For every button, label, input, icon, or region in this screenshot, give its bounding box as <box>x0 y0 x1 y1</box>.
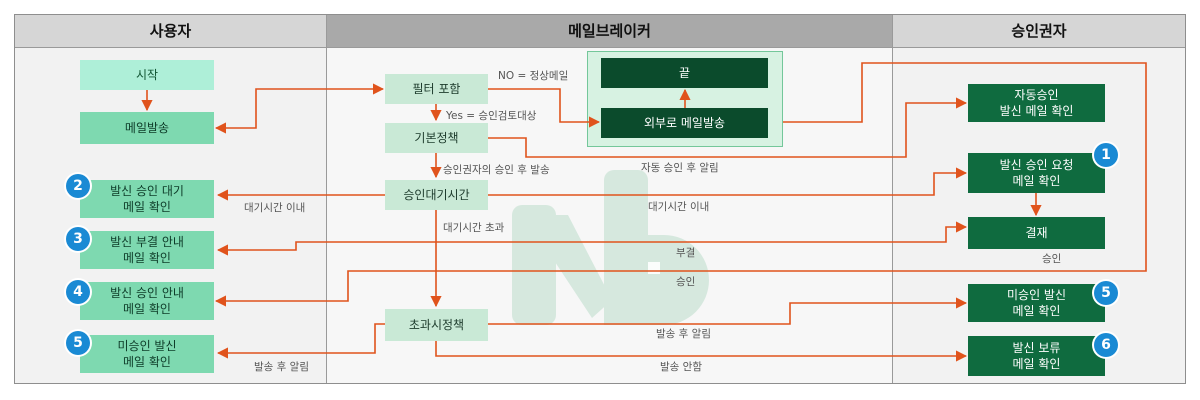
lane-header-user: 사용자 <box>15 15 326 48</box>
arrow-timeout-hold <box>435 341 968 362</box>
arrow-wait-request <box>488 167 968 196</box>
node-wait: 승인대기시간 <box>385 180 488 210</box>
node-basic-policy: 기본정책 <box>385 123 488 153</box>
badge-user-wait: 2 <box>66 174 90 198</box>
node-timeout-policy: 초과시정책 <box>385 309 488 341</box>
label-reject: 부결 <box>676 247 696 259</box>
label-notify-after-send-left: 발송 후 알림 <box>254 361 309 373</box>
node-decision: 결재 <box>968 217 1105 249</box>
node-user-unapproved: 미승인 발신 메일 확인 <box>80 335 214 373</box>
node-auto-approve: 자동승인 발신 메일 확인 <box>968 84 1105 122</box>
label-approve-small: 승인 <box>1042 253 1062 265</box>
label-no-normal: NO = 정상메일 <box>498 70 569 82</box>
label-auto-notice: 자동 승인 후 알림 <box>641 162 719 174</box>
arrow-send-filter <box>214 83 385 134</box>
node-unapproved-approver: 미승인 발신 메일 확인 <box>968 284 1105 322</box>
label-wait-exceeded: 대기시간 초과 <box>443 222 505 234</box>
node-end: 끝 <box>601 58 768 88</box>
arrow-timeout-user <box>216 323 385 359</box>
label-not-sent: 발송 안함 <box>660 361 702 373</box>
label-within-wait-left: 대기시간 이내 <box>244 202 306 214</box>
arrow-basic-auto <box>488 97 968 158</box>
label-approve: 승인 <box>676 276 696 288</box>
node-user-wait: 발신 승인 대기 메일 확인 <box>80 180 214 218</box>
arrow-reject-user <box>216 221 968 256</box>
badge-hold-approver: 6 <box>1094 333 1118 357</box>
label-after-approval-send: 승인권자의 승인 후 발송 <box>443 164 550 176</box>
arrow-timeout-unapproved <box>488 297 968 325</box>
node-start: 시작 <box>80 60 214 90</box>
node-user-approve: 발신 승인 안내 메일 확인 <box>80 282 214 320</box>
lane-header-approver: 승인권자 <box>893 15 1185 48</box>
label-yes-target: Yes = 승인검토대상 <box>446 110 537 122</box>
lane-header-mailbreaker: 메일브레이커 <box>327 15 892 48</box>
label-within-wait-right: 대기시간 이내 <box>648 201 710 213</box>
badge-user-unapproved: 5 <box>66 331 90 355</box>
node-user-reject: 발신 부결 안내 메일 확인 <box>80 231 214 269</box>
node-hold-approver: 발신 보류 메일 확인 <box>968 336 1105 376</box>
node-mail-send: 메일발송 <box>80 112 214 144</box>
node-filter: 필터 포함 <box>385 74 488 104</box>
line-external-loop <box>214 62 1147 307</box>
badge-unapproved-approver: 5 <box>1094 281 1118 305</box>
label-notify-after-send-right: 발송 후 알림 <box>656 328 711 340</box>
arrow-filter-external <box>488 88 601 128</box>
node-external-send: 외부로 메일발송 <box>601 108 768 138</box>
badge-request: 1 <box>1094 143 1118 167</box>
badge-user-approve: 4 <box>66 280 90 304</box>
node-request: 발신 승인 요청 메일 확인 <box>968 153 1105 193</box>
badge-user-reject: 3 <box>66 227 90 251</box>
